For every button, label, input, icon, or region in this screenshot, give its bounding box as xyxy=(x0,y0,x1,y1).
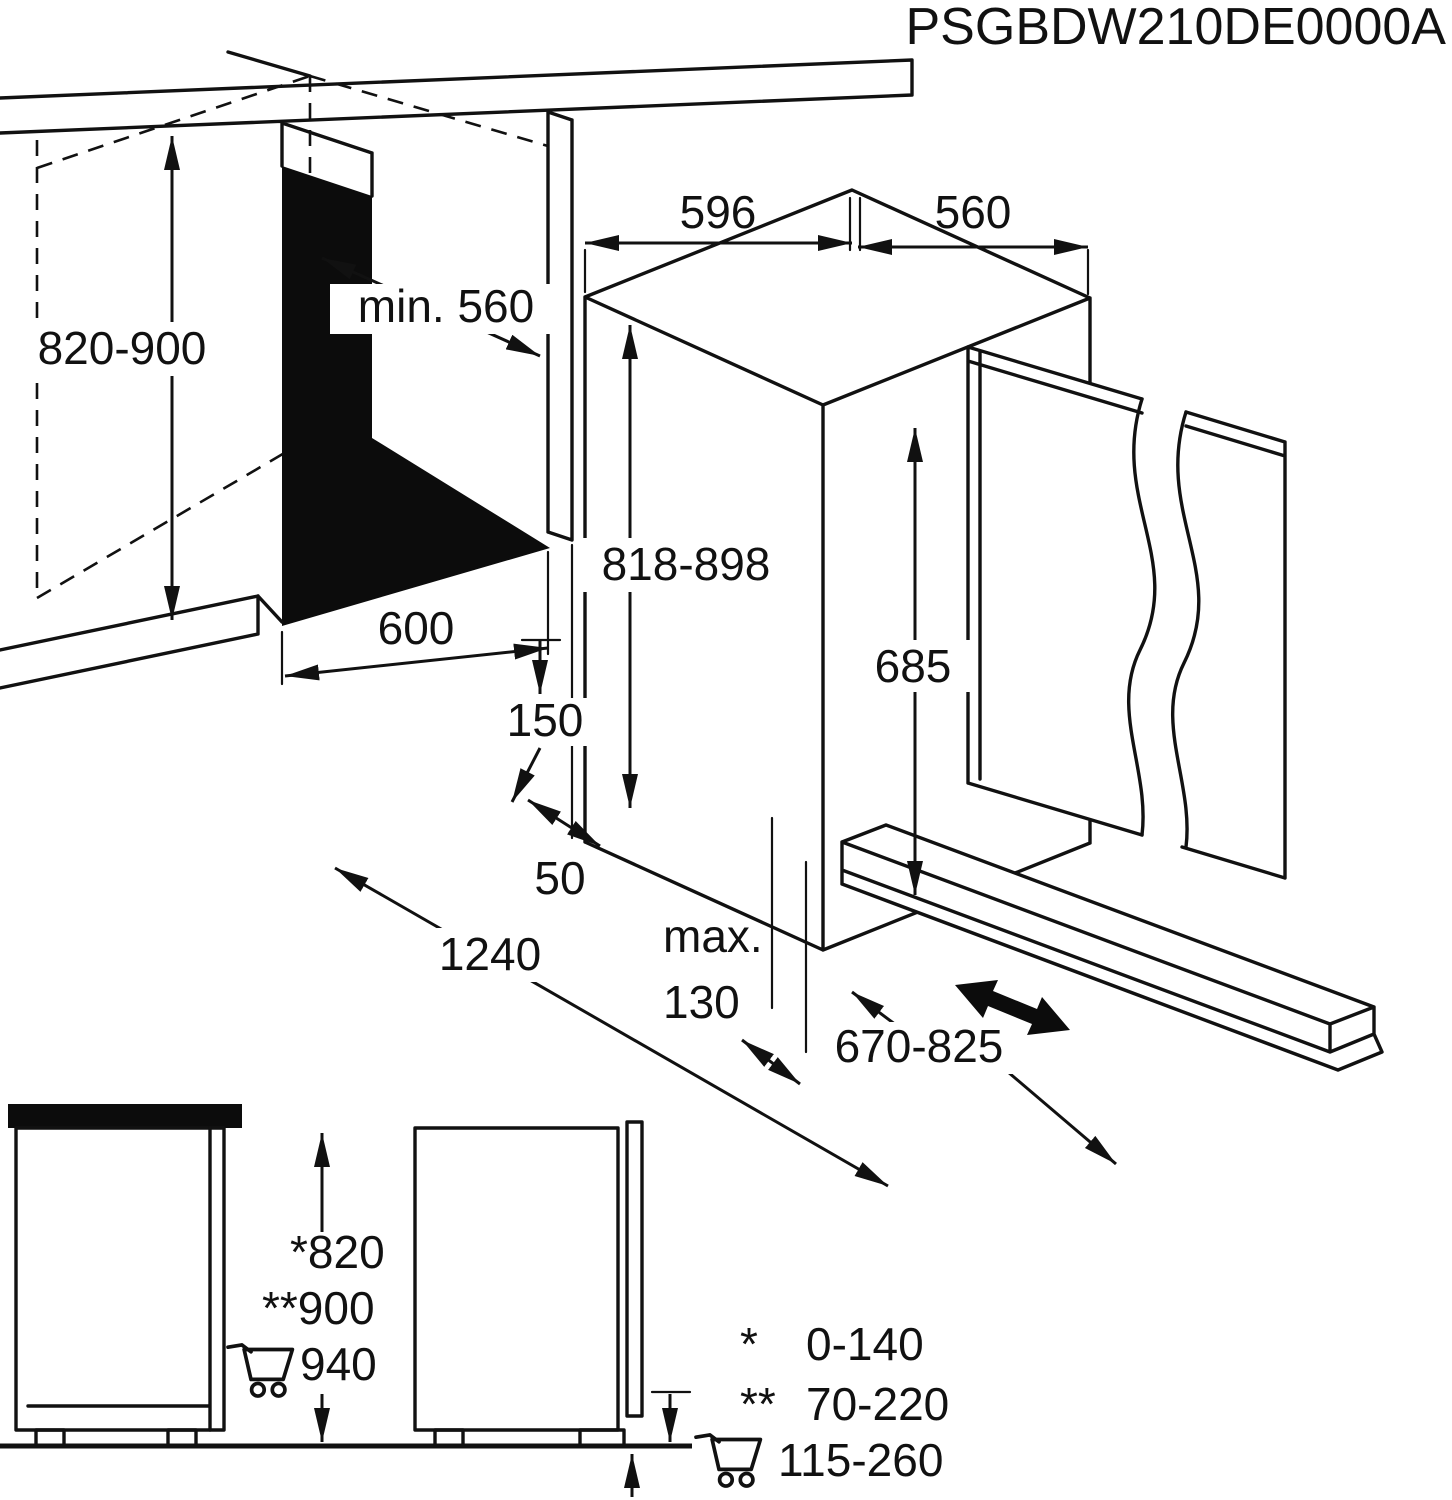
height-double-star-text: **900 xyxy=(262,1282,375,1334)
plinth-board-fill xyxy=(842,825,1382,1070)
niche-opening xyxy=(282,166,550,626)
slide-direction-arrow xyxy=(955,980,1070,1035)
cabinet-base-edges xyxy=(0,594,284,690)
label-door-height: 685 xyxy=(856,640,972,692)
appliance-height-text: 818-898 xyxy=(602,538,771,590)
plinth-board-outline xyxy=(840,823,1384,1072)
double-star-text: ** xyxy=(740,1378,776,1430)
label-slide-range: 670-825 xyxy=(820,1020,1020,1074)
niche-height-text: 820-900 xyxy=(38,322,207,374)
niche-depth-text: min. 560 xyxy=(358,280,534,332)
elevation1-details xyxy=(26,1126,212,1432)
slide-range-text: 670-825 xyxy=(835,1020,1004,1072)
max-word-text: max. xyxy=(663,910,763,962)
door-panel-fill xyxy=(968,347,1285,878)
door-panel-break-lines xyxy=(1126,397,1201,849)
top-width-text: 596 xyxy=(680,186,757,238)
door-panel-outline xyxy=(966,345,1287,880)
star-text: * xyxy=(740,1318,758,1370)
label-side-gap: 50 xyxy=(518,852,604,904)
dim-plinth-height-arrow-lower xyxy=(510,747,542,803)
label-clearance: 1240 xyxy=(408,928,572,982)
dim-slide-range-arrow-right xyxy=(1007,1070,1117,1166)
height-cart-text: 940 xyxy=(300,1338,377,1390)
cart-icon xyxy=(694,1433,763,1488)
clearance-text: 1240 xyxy=(439,928,541,980)
elevation1-body xyxy=(14,1126,226,1432)
part-number: PSGBDW210DE0000A xyxy=(906,0,1447,56)
dim-side-gap-arrow xyxy=(527,798,601,848)
label-niche-depth: min. 560 xyxy=(330,280,562,334)
elevation2-door-panel xyxy=(625,1120,644,1418)
label-appliance-height: 818-898 xyxy=(575,538,799,592)
label-niche-height: 820-900 xyxy=(8,322,238,376)
elevation-height-labels: *820 **900 940 xyxy=(252,1226,408,1394)
dim-clearance-arrow xyxy=(334,866,889,1188)
bottom-gap-legend: * 0-140 ** 70-220 115-260 xyxy=(740,1318,949,1486)
door-height-text: 685 xyxy=(875,640,952,692)
range-cart-text: 115-260 xyxy=(778,1434,943,1486)
side-gap-text: 50 xyxy=(534,852,585,904)
range-star-text: 0-140 xyxy=(806,1318,924,1370)
dim-max-gap-arrow xyxy=(741,1038,801,1086)
niche-width-text: 600 xyxy=(378,602,455,654)
height-star-text: *820 xyxy=(290,1226,385,1278)
elevation2-body xyxy=(413,1126,620,1432)
range-double-star-text: 70-220 xyxy=(806,1378,949,1430)
top-depth-text: 560 xyxy=(935,186,1012,238)
dim-niche-width-arrow xyxy=(284,643,549,681)
plinth-height-text: 150 xyxy=(507,694,584,746)
worktop-edges xyxy=(0,50,914,198)
label-niche-width: 600 xyxy=(356,602,476,654)
max-value-text: 130 xyxy=(663,976,740,1028)
elevation1-worktop xyxy=(8,1104,242,1128)
label-plinth-height: 150 xyxy=(486,694,604,746)
